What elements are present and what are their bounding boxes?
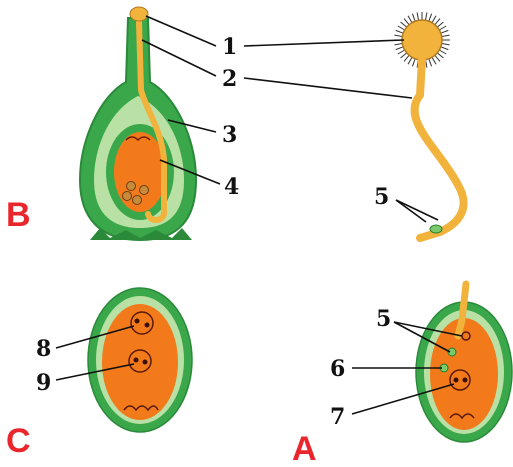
leader-2-left — [142, 40, 216, 76]
label-6: 6 — [330, 356, 345, 382]
pollen-spike — [426, 12, 427, 20]
pollen-spike — [394, 44, 402, 45]
pollen-spike — [429, 14, 432, 22]
ovule-c-illustration — [88, 288, 192, 432]
pollen-spike — [442, 35, 450, 36]
pollen-spike — [437, 53, 443, 58]
ovule-a-illustration — [416, 284, 512, 442]
pollen-tube — [415, 60, 464, 238]
pollen-spike — [439, 26, 446, 30]
pollen-spike — [432, 57, 436, 64]
label-7: 7 — [330, 404, 345, 430]
pollen-spike — [442, 44, 450, 45]
leader-1-left — [146, 16, 216, 46]
sperm-cells — [430, 225, 442, 233]
pollen-spike — [441, 30, 449, 33]
pollen-spike — [408, 16, 412, 23]
label-9: 9 — [36, 370, 51, 396]
pollen-spike — [412, 14, 415, 22]
pollen-spike — [398, 50, 405, 54]
label-8: 8 — [36, 336, 51, 362]
pollen-spike — [429, 59, 432, 67]
pollen-spike — [404, 55, 409, 61]
pollen-spike — [401, 53, 407, 58]
pollen-spike — [396, 47, 404, 50]
pistil-illustration — [80, 7, 196, 240]
leader-2-right — [244, 78, 412, 98]
label-4: 4 — [224, 174, 239, 200]
pollen-spike — [401, 22, 407, 27]
pollen-spike — [412, 59, 415, 67]
label-5-top: 5 — [374, 184, 389, 210]
pollen-spike — [441, 47, 449, 50]
pollen-spike — [394, 35, 402, 36]
label-3: 3 — [222, 122, 237, 148]
pollen-spike — [398, 26, 405, 30]
pollen-spike — [404, 19, 409, 25]
egg-apparatus — [131, 312, 153, 334]
leader-5-top-b — [396, 200, 438, 220]
label-2: 2 — [222, 66, 237, 92]
pollen-spike — [408, 57, 412, 64]
panel-label-c: C — [6, 422, 31, 460]
pollen-spike — [439, 50, 446, 54]
central-cell-nuclei — [129, 350, 151, 372]
pollen-spike — [437, 22, 443, 27]
leader-1-right — [244, 40, 404, 46]
pollen-grain-body — [402, 20, 442, 60]
pollen-spike — [435, 19, 440, 25]
pollen-spike — [396, 30, 404, 33]
leader-5-top-a — [396, 200, 426, 222]
pollen-spike — [432, 16, 436, 23]
pollen-spike — [417, 12, 418, 20]
label-5-bottom: 5 — [376, 306, 391, 332]
pollen-spike — [435, 55, 440, 61]
panel-label-a: A — [292, 430, 317, 467]
stigma-pollen-grain — [130, 7, 148, 21]
panel-label-b: B — [6, 196, 31, 234]
label-1: 1 — [222, 34, 237, 60]
